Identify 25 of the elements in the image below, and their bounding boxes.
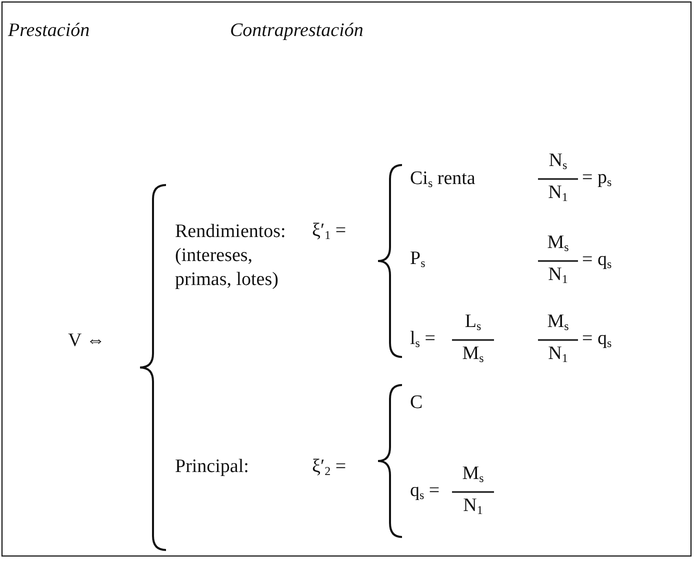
- math-term: P$_{s}$: [410, 248, 426, 270]
- numerator: M$_{s}$: [461, 463, 485, 485]
- math-term: l$_{s}$ =: [410, 328, 436, 350]
- math-term: = p$_{s}$: [582, 167, 612, 189]
- row-label: Rendimientos: (intereses, primas, lotes): [175, 220, 287, 292]
- math-term: = q$_{s}$: [582, 328, 612, 350]
- denominator: M$_{s}$: [461, 343, 485, 365]
- numerator: M$_{s}$: [546, 232, 570, 254]
- numerator: L$_{s}$: [464, 311, 482, 333]
- math-term: = q$_{s}$: [582, 249, 612, 271]
- denominator: N$_{1}$: [462, 495, 484, 517]
- numerator: N$_{s}$: [548, 150, 568, 172]
- numerator: M$_{s}$: [546, 311, 570, 333]
- math-term: V ⇔: [68, 330, 106, 352]
- math-term: Ci$_{s}$ renta: [410, 168, 476, 190]
- denominator: N$_{1}$: [547, 343, 569, 365]
- math-term: ξ′$_{2}$ =: [312, 456, 346, 478]
- denominator: N$_{1}$: [547, 264, 569, 286]
- denominator: N$_{1}$: [547, 182, 569, 204]
- column-heading: Contraprestación: [230, 20, 364, 42]
- row-label: Principal:: [175, 456, 249, 478]
- math-term: q$_{s}$ =: [410, 480, 440, 502]
- math-term: C: [410, 392, 423, 414]
- column-heading: Prestación: [8, 20, 90, 42]
- math-term: ξ′$_{1}$ =: [312, 220, 346, 242]
